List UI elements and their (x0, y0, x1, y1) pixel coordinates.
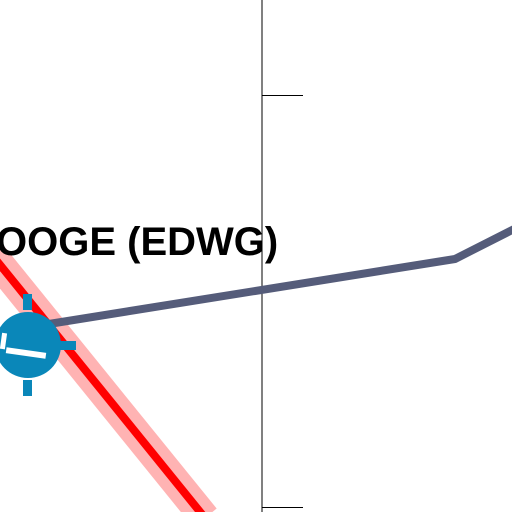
route-line (29, 225, 512, 331)
grid-line-group (261, 0, 303, 512)
airfield-label: OOGE (EDWG) (0, 220, 278, 264)
airport-symbol-icon[interactable] (0, 294, 76, 396)
